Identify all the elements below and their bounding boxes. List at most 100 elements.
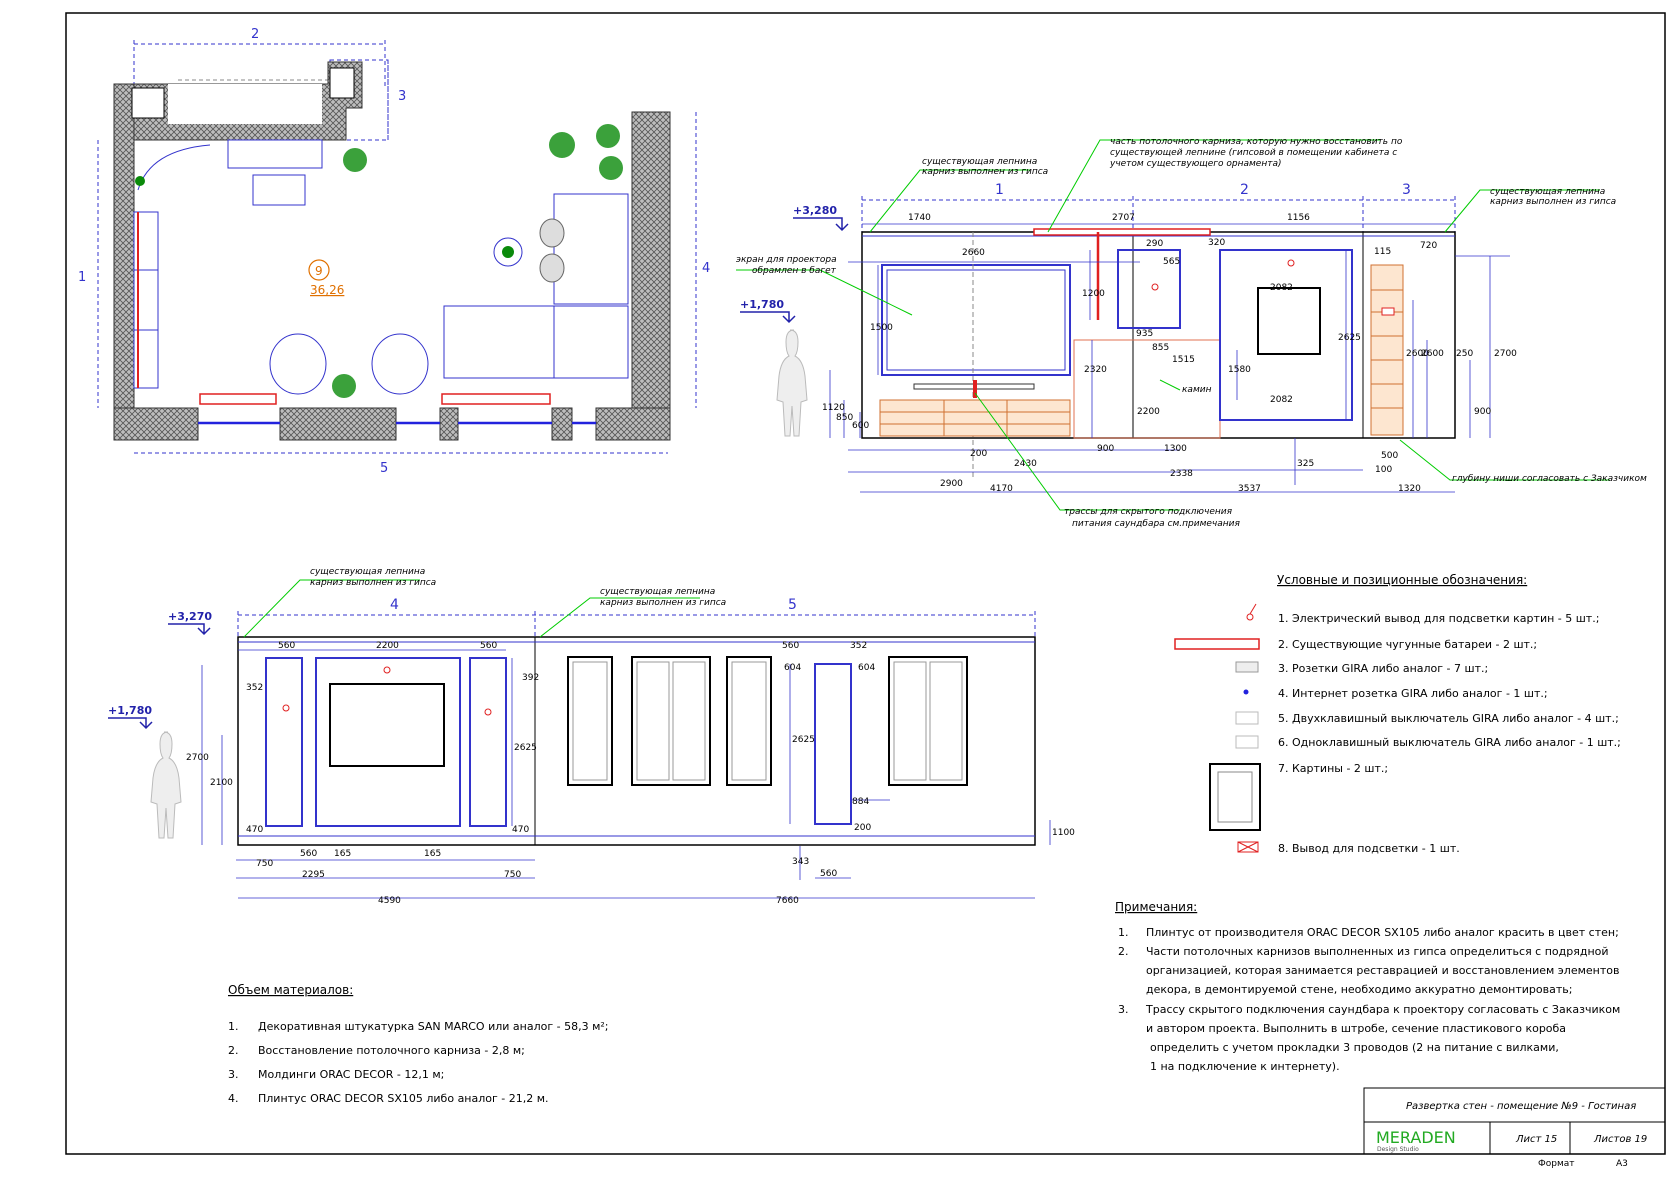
elev2-dim: 750 xyxy=(504,870,521,880)
elev2-dim: 2625 xyxy=(514,743,537,753)
elev1-dim: 1580 xyxy=(1228,365,1251,375)
elev1-seg-2: 2 xyxy=(1240,182,1249,198)
elev2-dim: 560 xyxy=(782,641,799,651)
note-line: декора, в демонтируемой стене, необходим… xyxy=(1146,983,1572,996)
logo-subtitle: Design Studio xyxy=(1377,1146,1419,1153)
materials-title: Объем материалов: xyxy=(228,983,353,997)
elev2-dim: 165 xyxy=(334,849,351,859)
elev1-dim: 600 xyxy=(852,421,869,431)
elev1-dim: 200 xyxy=(970,449,987,459)
plan-dim-1: 1 xyxy=(78,270,86,285)
elev2-dim: 470 xyxy=(246,825,263,835)
elev2-dim: 4590 xyxy=(378,896,401,906)
elev1-level-eye: +1,780 xyxy=(740,298,784,311)
elev1-dim: 850 xyxy=(836,413,853,423)
elev1-dim: 2625 xyxy=(1338,333,1361,343)
sheet-title: Развертка стен - помещение №9 - Гостиная xyxy=(1406,1101,1636,1112)
elev2-seg-4: 4 xyxy=(390,597,399,613)
elev1-dim: 250 xyxy=(1456,349,1473,359)
callout-line: карниз выполнен из гипса xyxy=(600,598,726,608)
elev1-dim: 2082 xyxy=(1270,395,1293,405)
elev2-dim: 560 xyxy=(820,869,837,879)
elev1-dim: 100 xyxy=(1375,465,1392,475)
elev2-dim: 560 xyxy=(480,641,497,651)
elev2-level-top: +3,270 xyxy=(168,610,212,623)
elev1-dim: 4170 xyxy=(990,484,1013,494)
note-line: 1 на подключение к интернету). xyxy=(1150,1060,1340,1073)
title-block: Развертка стен - помещение №9 - Гостиная… xyxy=(1363,1087,1666,1169)
elev1-dim: 720 xyxy=(1420,241,1437,251)
elev1-dim: 855 xyxy=(1152,343,1169,353)
legend-item: 3. Розетки GIRA либо аналог - 7 шт.; xyxy=(1278,662,1488,675)
lighting-output-icon xyxy=(1237,841,1259,853)
material-number: 1. xyxy=(228,1020,239,1033)
callout-line: существующая лепнина xyxy=(1490,187,1605,197)
callout-line: существующая лепнина xyxy=(310,567,425,577)
plan-dim-5: 5 xyxy=(380,461,388,476)
legend-item: 5. Двухклавишный выключатель GIRA либо а… xyxy=(1278,712,1619,725)
legend-title: Условные и позиционные обозначения: xyxy=(1277,573,1527,587)
elev1-dim: 2600 xyxy=(1421,349,1444,359)
note-line: Части потолочных карнизов выполненных из… xyxy=(1146,945,1609,958)
elevation-1-3: 1 2 3 xyxy=(736,137,1647,529)
elev1-dim: 290 xyxy=(1146,239,1163,249)
elev2-dim: 2100 xyxy=(210,778,233,788)
elev2-seg-5: 5 xyxy=(788,597,797,613)
legend-item: 7. Картины - 2 шт.; xyxy=(1278,762,1388,775)
elev1-dim: 1300 xyxy=(1164,444,1187,454)
note-number: 2. xyxy=(1118,945,1129,958)
material-number: 4. xyxy=(228,1092,239,1105)
socket-icon xyxy=(1235,661,1259,673)
elev1-dim: 2700 xyxy=(1494,349,1517,359)
elev1-dim: 3537 xyxy=(1238,484,1261,494)
elev2-dim: 200 xyxy=(854,823,871,833)
callout-line: карниз выполнен из гипса xyxy=(1490,197,1616,207)
plan-dim-2: 2 xyxy=(251,27,259,42)
legend-item: 4. Интернет розетка GIRA либо аналог - 1… xyxy=(1278,687,1548,700)
callout-line: карниз выполнен из гипса xyxy=(310,578,436,588)
callout-line: существующая лепнина xyxy=(922,157,1037,167)
elev2-dim: 352 xyxy=(246,683,263,693)
elev1-dim: 1740 xyxy=(908,213,931,223)
plan-dim-3: 3 xyxy=(398,89,406,104)
elev2-dim: 604 xyxy=(858,663,875,673)
double-switch-icon xyxy=(1235,711,1259,725)
elev2-dim: 165 xyxy=(424,849,441,859)
callout-line: трассы для скрытого подключения xyxy=(1064,507,1233,517)
elev2-dim: 470 xyxy=(512,825,529,835)
material-line: Декоративная штукатурка SAN MARCO или ан… xyxy=(258,1020,608,1033)
single-switch-icon xyxy=(1235,735,1259,749)
callout-line: питания саундбара см.примечания xyxy=(1072,519,1240,529)
radiator-icon xyxy=(1174,638,1260,650)
network-socket-icon xyxy=(1243,689,1249,695)
elev1-dim: 1120 xyxy=(822,403,845,413)
elev1-dim: 320 xyxy=(1208,238,1225,248)
material-number: 2. xyxy=(228,1044,239,1057)
elev1-dim: 2707 xyxy=(1112,213,1135,223)
notes: Примечания: 1. Плинтус от производителя … xyxy=(1115,900,1620,1073)
elev2-dim: 343 xyxy=(792,857,809,867)
callout-line: обрамлен в багет xyxy=(752,266,837,276)
elev2-dim: 2625 xyxy=(792,735,815,745)
floor-plan: 2 3 1 4 5 xyxy=(78,27,710,476)
elevation-4-5: 4 5 xyxy=(108,567,1075,906)
callout-line: существующей лепнине (гипсовой в помещен… xyxy=(1110,148,1397,158)
elev2-dim: 352 xyxy=(850,641,867,651)
elev1-dim: 1156 xyxy=(1287,213,1310,223)
legend-item: 1. Электрический вывод для подсветки кар… xyxy=(1278,612,1599,625)
elev1-dim: 500 xyxy=(1381,451,1398,461)
lamp-outlet-icon xyxy=(1249,603,1257,615)
material-line: Восстановление потолочного карниза - 2,8… xyxy=(258,1044,525,1057)
materials: Объем материалов: 1. Декоративная штукат… xyxy=(228,983,608,1105)
material-line: Молдинги ORAC DECOR - 12,1 м; xyxy=(258,1068,444,1081)
elev2-dim: 2200 xyxy=(376,641,399,651)
elev1-dim: 115 xyxy=(1374,247,1391,257)
elev1-dim: 325 xyxy=(1297,459,1314,469)
sheet-count: Листов 19 xyxy=(1593,1134,1647,1145)
elev2-dim: 884 xyxy=(852,797,869,807)
painting-icon xyxy=(1217,771,1253,823)
elev1-dim: 2200 xyxy=(1137,407,1160,417)
callout-line: карниз выполнен из гипса xyxy=(922,167,1048,177)
elev2-dim: 750 xyxy=(256,859,273,869)
